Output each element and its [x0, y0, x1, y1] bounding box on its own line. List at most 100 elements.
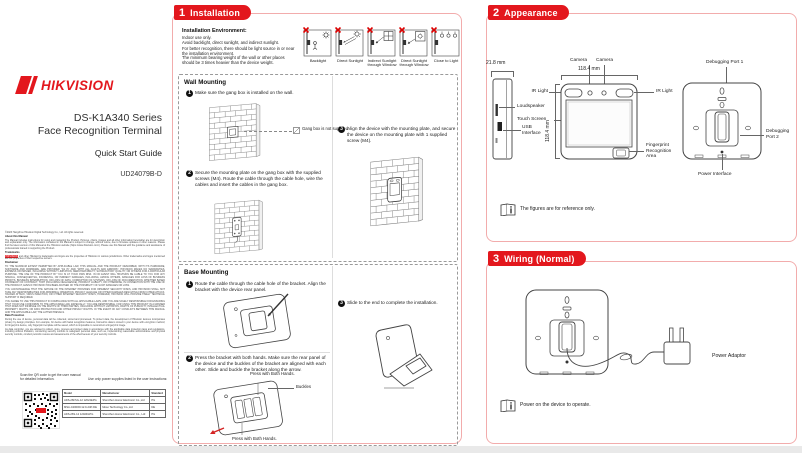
- column-divider: [332, 266, 333, 442]
- device-side-view: [492, 78, 513, 160]
- table-header: Standard: [149, 389, 166, 397]
- page-edge-shadow: [0, 446, 802, 453]
- dim-tick: [513, 71, 514, 77]
- fingerprint-label: Fingerprint Recognition Area: [646, 143, 672, 160]
- leader-line: [499, 107, 515, 108]
- buckles-label: Buckles: [296, 384, 312, 389]
- usb-interface-label: USB Interface: [522, 125, 541, 136]
- table-row: ADS-26S-12 12024GPG Shenzhen Honor Elect…: [61, 410, 166, 418]
- power-supply-note: Use only power supplies listed in the us…: [88, 377, 168, 381]
- legal-paragraph: During the use of device, personal data …: [5, 318, 165, 327]
- table-header: Manufacturer: [100, 389, 151, 397]
- debugging-port-1-label: Debugging Port 1: [706, 60, 744, 65]
- not-allowed-x-icon: [366, 26, 374, 34]
- env-line: Indoor use only.: [182, 35, 212, 40]
- wiring-note: Power on the device to operate.: [520, 402, 591, 408]
- dim-tick: [555, 84, 560, 85]
- side-dimension-label: 21.8 mm: [486, 60, 506, 66]
- dim-tick: [561, 75, 562, 80]
- env-heading: Installation Environment:: [182, 28, 247, 34]
- power-interface-label: Power Interface: [698, 172, 732, 177]
- dim-tick: [491, 71, 492, 77]
- camera-label: Camera: [570, 58, 588, 63]
- gang-box-note: Gang box is not supplied.: [302, 126, 350, 131]
- dim-line: [491, 71, 514, 72]
- press-hands-bottom-label: Press with Both Hands.: [232, 436, 277, 441]
- legal-paragraph: As data controller, you are advised to c…: [5, 327, 165, 337]
- wall-diagram-device: [370, 156, 423, 227]
- wall-diagram-gang-box: [209, 103, 261, 161]
- gang-box-callout: [244, 131, 292, 132]
- section-1-header: 1 Installation: [174, 5, 252, 20]
- front-width-label: 118.4 mm: [578, 66, 600, 72]
- touch-screen-label: Touch Screen: [517, 117, 547, 122]
- buckles-leader: [268, 388, 294, 389]
- env-icon-label: Direct Sunlight through Window: [399, 58, 429, 68]
- env-line: For better recognition, there should be …: [182, 46, 295, 56]
- leader-line: [549, 92, 564, 93]
- section-number: 2: [493, 6, 500, 19]
- qr-center-logo: [36, 408, 46, 413]
- not-allowed-x-icon: [430, 26, 438, 34]
- debugging-port-2: [714, 111, 730, 143]
- row-divider: [184, 352, 330, 353]
- table-header: Model: [61, 389, 102, 397]
- leader-line: [629, 151, 644, 152]
- section-number: 1: [179, 6, 186, 19]
- section-3-header: 3 Wiring (Normal): [488, 251, 586, 266]
- appearance-note: The figures are for reference only.: [520, 206, 595, 212]
- legal-heading: Disclaimer: [5, 261, 19, 265]
- env-icon-close-to-light: [430, 26, 460, 57]
- env-icon-direct-window: [398, 26, 428, 57]
- leader-line: [726, 67, 727, 97]
- leader-line: [604, 65, 605, 91]
- legal-text: ©2023 Hangzhou Hikvision Digital Technol…: [5, 231, 165, 338]
- product-series: DS-K1A340 Series: [73, 112, 162, 124]
- note-book-icon: [500, 203, 516, 216]
- not-allowed-x-icon: [398, 26, 406, 34]
- leader-line: [634, 92, 654, 93]
- not-allowed-x-icon: [302, 26, 310, 34]
- leader-line: [589, 65, 590, 91]
- hikvision-trademark: HIKVISION: [5, 254, 19, 258]
- press-bracket-diagram: [210, 380, 283, 436]
- table-row: MSA-C2000IC12.0-24P-DE Moso Technology C…: [61, 403, 166, 411]
- note-book-icon: [500, 399, 516, 412]
- camera-label: Camera: [596, 58, 614, 63]
- device-front-view: [560, 83, 638, 160]
- leader-line: [503, 130, 521, 131]
- camera-lens: [587, 90, 593, 96]
- ir-light-left: [564, 88, 583, 98]
- logo-text: HIKVISION: [41, 77, 114, 93]
- power-adaptor: [663, 327, 691, 365]
- section-title: Appearance: [504, 7, 558, 18]
- product-title: DS-K1A340 Series Face Recognition Termin…: [0, 112, 162, 137]
- section-title: Wiring (Normal): [504, 253, 575, 264]
- usb-port: [497, 122, 502, 131]
- ir-light-right-label: IR Light: [656, 89, 673, 94]
- product-name: Face Recognition Terminal: [37, 124, 162, 137]
- legal-heading: About this Manual: [5, 234, 28, 238]
- bracket-align-diagram: [223, 293, 291, 349]
- copyright-line: ©2023 Hangzhou Hikvision Digital Technol…: [5, 231, 84, 234]
- ir-light-left-label: IR Light: [531, 89, 548, 94]
- qr-code: [22, 391, 60, 429]
- slide-arrow-icon: [210, 430, 216, 434]
- loudspeaker-label: Loudspeaker: [517, 104, 545, 109]
- env-icon-label: Close to Light: [433, 58, 459, 63]
- wall-mounting-heading: Wall Mounting: [184, 79, 227, 86]
- env-icon-direct-sunlight: [334, 26, 364, 57]
- legal-paragraph: HIKVISION and other Hikvision's trademar…: [5, 254, 165, 261]
- note-marker-icon: [293, 127, 300, 134]
- legal-paragraph: TO THE MAXIMUM EXTENT PERMITTED BY APPLI…: [5, 265, 165, 288]
- dim-tick: [637, 75, 638, 80]
- guide-title: Quick Start Guide: [94, 148, 162, 158]
- qr-caption: Scan the QR code to get the user manual …: [20, 373, 81, 382]
- legal-heading: Data Protection: [5, 314, 25, 318]
- debugging-port-1: [717, 97, 727, 101]
- dim-tick: [555, 158, 560, 159]
